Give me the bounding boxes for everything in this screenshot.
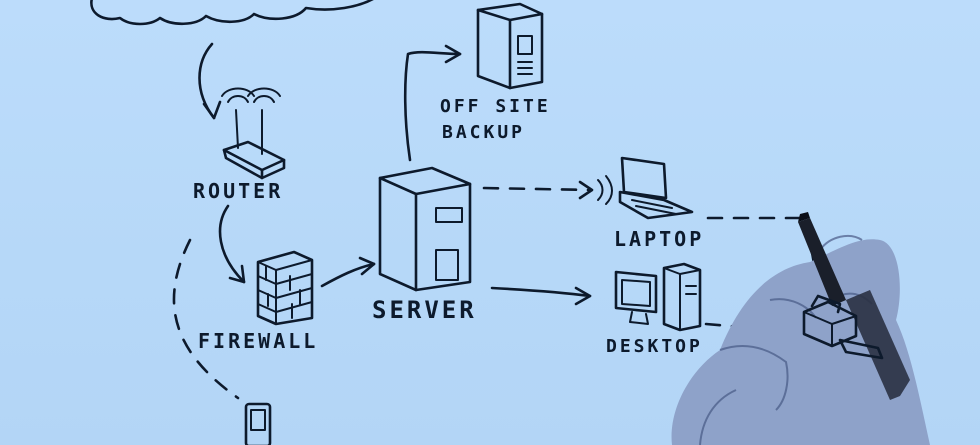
hand-holding-marker xyxy=(671,234,930,445)
arrow-router-to-firewall xyxy=(218,204,246,284)
firewall-icon xyxy=(256,250,314,326)
laptop-icon xyxy=(618,156,694,220)
desktop-computer-icon xyxy=(614,262,702,332)
cloud-icon xyxy=(90,0,374,26)
offsite-server-icon xyxy=(476,2,544,90)
offsite-label-line2: BACKUP xyxy=(442,122,525,143)
dashed-link-laptop-to-printer xyxy=(706,216,822,300)
printer-icon xyxy=(802,294,884,360)
arrow-server-to-offsite xyxy=(403,44,462,162)
server-label: SERVER xyxy=(372,296,477,324)
arrow-firewall-to-server xyxy=(320,256,376,288)
marker-pen xyxy=(798,212,910,400)
dashed-link-to-phone xyxy=(172,238,240,400)
router-label: ROUTER xyxy=(193,179,283,203)
mobile-phone-icon xyxy=(244,402,272,445)
router-icon xyxy=(221,87,286,180)
desktop-label: DESKTOP xyxy=(606,336,703,357)
firewall-label: FIREWALL xyxy=(198,329,318,353)
arrow-cloud-to-router xyxy=(198,42,222,120)
wireless-link-server-to-laptop xyxy=(482,175,613,205)
server-tower-icon xyxy=(378,166,472,292)
arrow-server-to-desktop xyxy=(490,286,592,306)
laptop-label: LAPTOP xyxy=(614,227,704,251)
offsite-label-line1: OFF SITE xyxy=(440,96,551,117)
